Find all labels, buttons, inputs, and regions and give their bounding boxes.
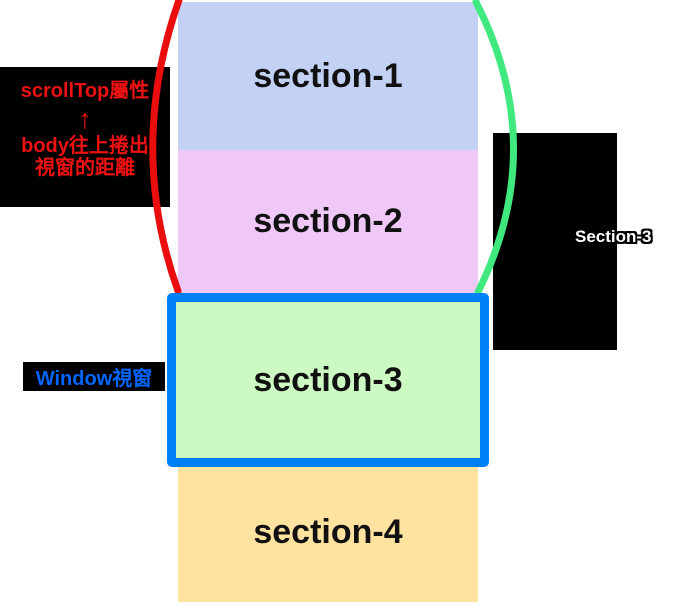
window-viewport-section-3: section-3 bbox=[167, 293, 489, 467]
offset-note-label: Section-3 bbox=[575, 227, 652, 246]
section-3-label: section-3 bbox=[253, 360, 403, 399]
up-arrow-icon: ↑ bbox=[78, 104, 92, 134]
section-1-block: section-1 bbox=[178, 2, 478, 150]
window-label-box: Window視窗 bbox=[23, 362, 165, 391]
section-4-block: section-4 bbox=[178, 462, 478, 602]
scrolltop-note-desc-line1: body往上捲出 bbox=[21, 135, 149, 157]
scrolltop-note-desc-line2: 視窗的距離 bbox=[35, 157, 135, 179]
section-2-block: section-2 bbox=[178, 150, 478, 293]
window-label-text: Window視窗 bbox=[35, 368, 153, 390]
offset-note-box: Section-3 bbox=[493, 133, 652, 350]
scrolltop-note-title: scrollTop屬性 bbox=[20, 80, 150, 102]
section-1-label: section-1 bbox=[253, 56, 403, 95]
section-2-label: section-2 bbox=[253, 202, 403, 240]
section-4-label: section-4 bbox=[253, 512, 403, 551]
scrolltop-note-box: scrollTop屬性 ↑ body往上捲出 視窗的距離 bbox=[0, 67, 170, 207]
